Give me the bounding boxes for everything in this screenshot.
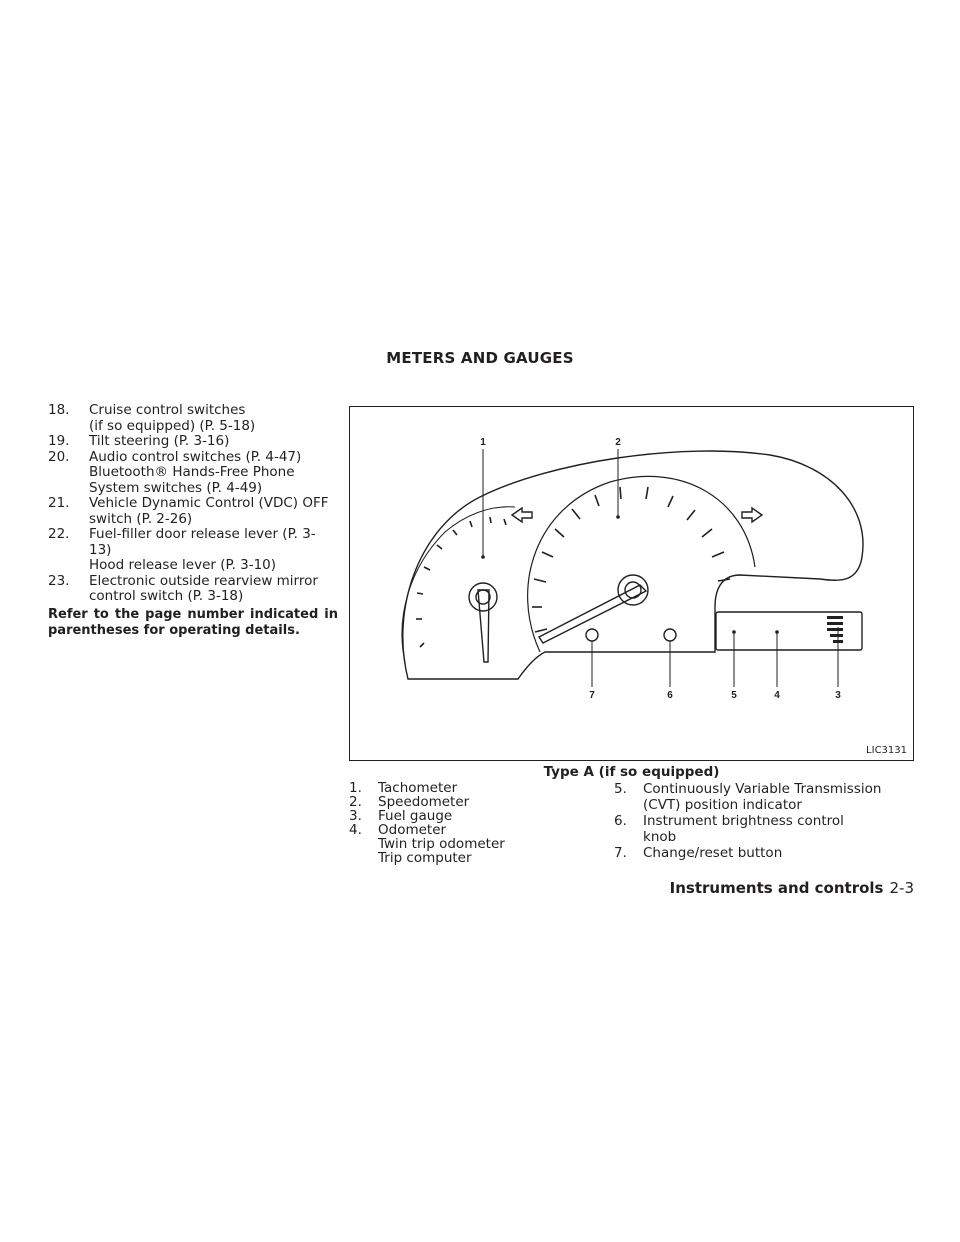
legend-number: 7. (614, 845, 627, 861)
item-text: Vehicle Dynamic Control (VDC) OFF (89, 495, 329, 511)
figure-caption: Type A (if so equipped) (543, 764, 720, 780)
item-number: 21. (48, 495, 70, 511)
legend-item: 7. Change/reset button (614, 845, 914, 861)
legend-item: 2. Speedometer (349, 795, 579, 809)
legend-text: Tachometer (378, 780, 458, 796)
callout-leaders (482, 449, 839, 687)
item-number: 22. (48, 526, 70, 542)
item-text: Tilt steering (P. 3-16) (89, 433, 230, 449)
callout-label: 2 (615, 437, 621, 448)
speedometer-hub (617, 574, 649, 606)
legend-text: (CVT) position indicator (643, 797, 802, 813)
item-number: 19. (48, 433, 70, 449)
legend-text: Change/reset button (643, 845, 783, 861)
item-number: 18. (48, 402, 70, 418)
cluster-housing (402, 450, 864, 680)
right-turn-arrow (741, 506, 764, 524)
speedometer-ticks (532, 486, 731, 633)
item-text: Audio control switches (P. 4-47) (89, 448, 302, 465)
page-number: 2-3 (889, 879, 915, 897)
item-text: control switch (P. 3-18) (89, 588, 244, 604)
list-item: 21. Vehicle Dynamic Control (VDC) OFF sw… (48, 495, 338, 527)
item-text: switch (P. 2-26) (89, 510, 193, 527)
legend-text: Odometer (378, 822, 447, 838)
tachometer-needle (477, 589, 490, 663)
legend-number: 3. (349, 808, 362, 824)
legend-number: 1. (349, 780, 362, 796)
legend-text: Speedometer (378, 794, 470, 810)
item-text: Hood release lever (P. 3-10) (89, 557, 277, 573)
legend-text: Twin trip odometer (378, 836, 505, 852)
legend-item: 4. Odometer Twin trip odometer Trip comp… (349, 823, 579, 865)
speedometer-needle (537, 584, 648, 644)
brightness-control-knob (663, 628, 677, 642)
legend-number: 5. (614, 781, 627, 797)
figure-code: LIC3131 (866, 745, 907, 756)
item-number: 20. (48, 448, 70, 465)
instrument-cluster-figure: 1 2 3 4 5 6 7 LIC3131 (349, 406, 914, 761)
figure-legend-left: 1. Tachometer 2. Speedometer 3. Fuel gau… (349, 781, 579, 865)
page-footer: Instruments and controls 2-3 (670, 879, 914, 897)
figure-legend-right: 5. Continuously Variable Transmission (C… (614, 781, 914, 861)
legend-item: 1. Tachometer (349, 781, 579, 795)
chapter-title: Instruments and controls (669, 879, 884, 897)
item-text: (if so equipped) (P. 5-18) (89, 417, 256, 434)
left-turn-arrow (510, 506, 533, 524)
legend-text: Fuel gauge (378, 808, 453, 824)
tachometer-hub (468, 582, 498, 612)
instrument-cluster-drawing: 1 2 3 4 5 6 7 (401, 437, 864, 701)
callout-label: 1 (480, 437, 486, 448)
change-reset-button (585, 628, 599, 642)
tachometer-ticks (416, 516, 507, 648)
item-number: 23. (48, 572, 70, 589)
legend-number: 2. (349, 794, 362, 810)
list-item: 22. Fuel-filler door release lever (P. 3… (48, 526, 338, 574)
speedometer-rim (527, 475, 756, 653)
legend-text: Continuously Variable Transmission (643, 781, 882, 797)
legend-text: knob (643, 829, 677, 845)
section-title: METERS AND GAUGES (386, 349, 574, 367)
item-text: Bluetooth® Hands-Free Phone (89, 464, 295, 480)
legend-number: 6. (614, 813, 627, 829)
fuel-gauge-bars (827, 616, 843, 643)
legend-text: Instrument brightness control (643, 813, 844, 829)
callout-label: 6 (667, 690, 673, 701)
callout-label: 5 (731, 690, 737, 701)
controls-list: 18. Cruise control switches (if so equip… (48, 402, 338, 639)
legend-item: 3. Fuel gauge (349, 809, 579, 823)
list-item: 23. Electronic outside rearview mirror c… (48, 572, 338, 605)
list-item: 19. Tilt steering (P. 3-16) (48, 433, 338, 450)
callout-label: 4 (774, 690, 780, 701)
legend-text: Trip computer (378, 850, 472, 866)
callout-label: 3 (835, 690, 841, 701)
item-text: System switches (P. 4-49) (89, 479, 263, 496)
list-item: 18. Cruise control switches (if so equip… (48, 402, 338, 434)
legend-item: 6. Instrument brightness control knob (614, 813, 914, 845)
tachometer-rim (401, 506, 516, 663)
list-item: 20. Audio control switches (P. 4-47) Blu… (48, 448, 338, 497)
item-text: Cruise control switches (89, 402, 246, 418)
callout-label: 7 (589, 690, 595, 701)
operating-note: Refer to the page number indicated in pa… (48, 606, 338, 638)
callout-dots (481, 515, 779, 634)
legend-item: 5. Continuously Variable Transmission (C… (614, 781, 914, 813)
odometer-display (715, 611, 863, 651)
item-text: Fuel-filler door release lever (P. 3-13) (89, 526, 316, 558)
legend-number: 4. (349, 822, 362, 838)
item-text: Electronic outside rearview mirror (89, 572, 318, 589)
